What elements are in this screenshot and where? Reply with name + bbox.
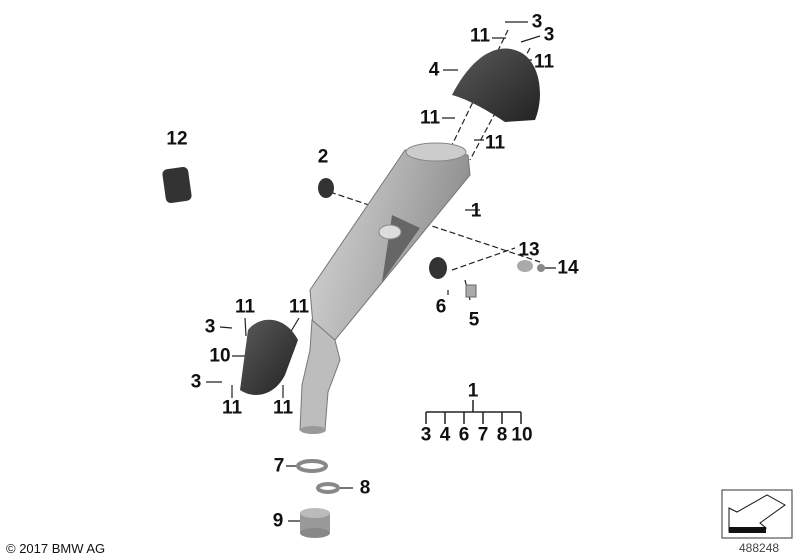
callout-5: 5 xyxy=(468,309,480,331)
callout-6: 6 xyxy=(435,296,447,318)
callout-3: 3 xyxy=(190,371,202,393)
legend-child: 10 xyxy=(511,424,533,446)
callout-2: 2 xyxy=(317,146,329,168)
callout-3: 3 xyxy=(204,316,216,338)
callout-14: 14 xyxy=(557,257,579,279)
callout-9: 9 xyxy=(272,510,284,532)
legend-child: 4 xyxy=(439,424,451,446)
clamp-part-8 xyxy=(316,482,340,494)
callout-11: 11 xyxy=(469,25,491,47)
rubber-grommet-part-12 xyxy=(162,167,192,203)
direction-arrow-icon xyxy=(721,489,793,539)
callout-11: 11 xyxy=(288,296,310,318)
end-cap-part-4 xyxy=(452,48,540,123)
legend-child: 8 xyxy=(496,424,508,446)
legend-child: 6 xyxy=(458,424,470,446)
callout-11: 11 xyxy=(234,296,256,318)
callout-3: 3 xyxy=(543,24,555,46)
legend-child: 3 xyxy=(420,424,432,446)
diagram-number: 488248 xyxy=(739,541,780,555)
heat-shield-part-10 xyxy=(240,319,298,395)
callout-11: 11 xyxy=(484,132,506,154)
clamp-part-7 xyxy=(296,459,328,473)
grommet-part-6 xyxy=(429,257,447,279)
legend-child: 7 xyxy=(477,424,489,446)
callout-3: 3 xyxy=(531,11,543,33)
callout-10: 10 xyxy=(209,345,231,367)
callout-11: 11 xyxy=(419,107,441,129)
callout-13: 13 xyxy=(518,239,540,261)
callout-11: 11 xyxy=(272,397,294,419)
nut-part-14 xyxy=(537,264,545,272)
callout-11: 11 xyxy=(533,51,555,73)
bolt-part-5 xyxy=(465,284,477,298)
copyright: © 2017 BMW AG xyxy=(6,541,106,556)
callout-4: 4 xyxy=(428,59,440,81)
callout-7: 7 xyxy=(273,455,285,477)
sleeve-part-9 xyxy=(300,508,330,538)
callout-12: 12 xyxy=(166,128,188,150)
washer-part-13 xyxy=(517,260,533,272)
muffler-part-1 xyxy=(299,142,471,434)
legend-parent: 1 xyxy=(467,380,479,402)
callout-1: 1 xyxy=(470,200,482,222)
callout-8: 8 xyxy=(359,477,371,499)
callout-11: 11 xyxy=(221,397,243,419)
legend-tree xyxy=(425,400,522,424)
grommet-part-2 xyxy=(318,178,334,198)
